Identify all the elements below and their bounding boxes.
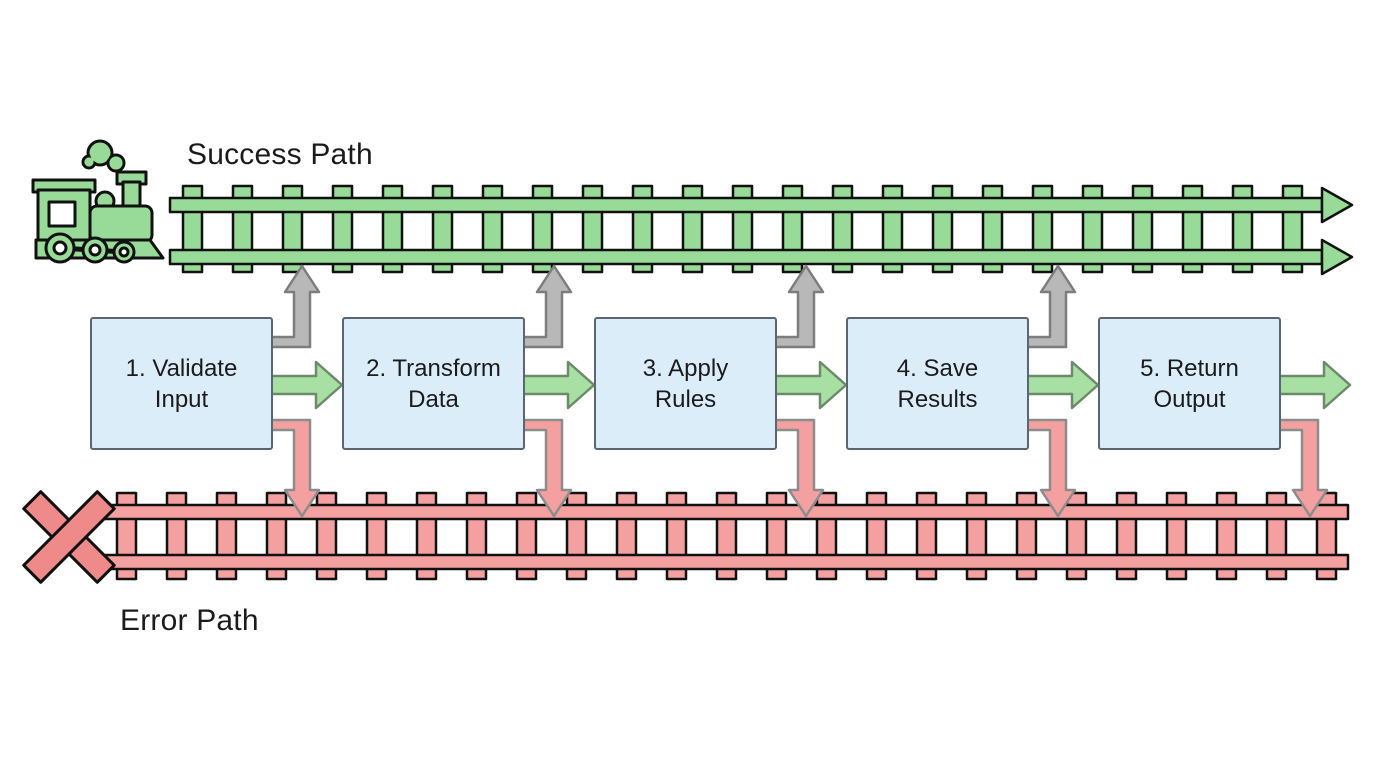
x-mark-icon	[22, 490, 116, 584]
up-elbow-arrow-icon	[773, 264, 825, 349]
error-track	[96, 491, 1350, 581]
step-label: 5. Return Output	[1140, 354, 1239, 413]
success-track-rail	[168, 248, 1324, 266]
right-arrow-icon	[1025, 360, 1100, 410]
up-elbow-arrow-icon	[521, 264, 573, 349]
down-elbow-arrow-icon	[269, 418, 321, 518]
right-arrow-icon	[521, 360, 596, 410]
next-step-arrows	[269, 360, 1352, 410]
error-path-label: Error Path	[120, 604, 259, 637]
step-label: 2. Transform Data	[366, 354, 501, 413]
up-elbow-arrow-icon	[1025, 264, 1077, 349]
error-track-rail	[96, 553, 1350, 571]
down-elbow-arrow-icon	[1277, 418, 1329, 518]
down-elbow-arrow-icon	[1025, 418, 1077, 518]
right-arrow-icon	[1277, 360, 1352, 410]
step-box-apply-rules: 3. Apply Rules	[594, 317, 777, 450]
branch-to-error-arrows	[269, 418, 1329, 518]
step-label: 4. Save Results	[896, 354, 979, 413]
error-track-rail	[96, 503, 1350, 521]
step-label: 1. Validate Input	[125, 354, 238, 413]
return-to-success-arrows	[269, 264, 1077, 349]
success-path-label: Success Path	[187, 138, 373, 171]
right-arrow-icon	[773, 360, 848, 410]
down-elbow-arrow-icon	[773, 418, 825, 518]
step-box-save-results: 4. Save Results	[846, 317, 1029, 450]
step-box-transform-data: 2. Transform Data	[342, 317, 525, 450]
success-track-rail	[168, 196, 1324, 214]
success-track-rail-arrowhead-icon	[1320, 238, 1354, 276]
success-track	[168, 184, 1354, 276]
step-box-return-output: 5. Return Output	[1098, 317, 1281, 450]
step-label: 3. Apply Rules	[642, 354, 729, 413]
train-locomotive-icon	[31, 139, 165, 264]
step-box-validate-input: 1. Validate Input	[90, 317, 273, 450]
up-elbow-arrow-icon	[269, 264, 321, 349]
down-elbow-arrow-icon	[521, 418, 573, 518]
right-arrow-icon	[269, 360, 344, 410]
success-track-rail-arrowhead-icon	[1320, 186, 1354, 224]
